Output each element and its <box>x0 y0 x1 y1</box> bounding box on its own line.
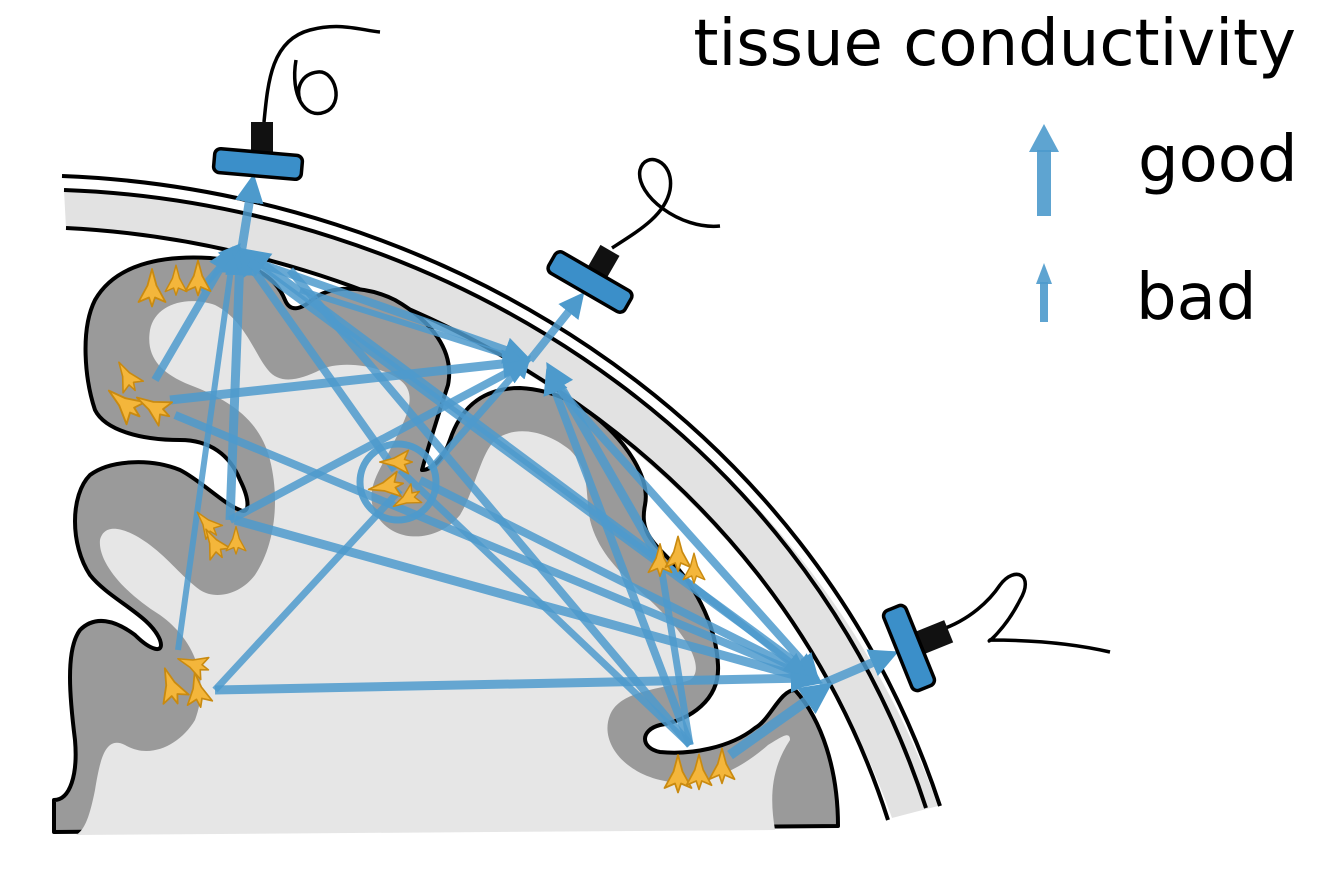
highlighted-source-circle <box>356 440 440 524</box>
scalp-outer-line <box>61 174 942 807</box>
brain-white-matter <box>76 301 790 835</box>
legend-bad-arrow <box>1036 263 1052 322</box>
legend-title: tissue conductivity <box>693 7 1296 81</box>
scalp-inner-line <box>63 188 928 809</box>
legend-good-arrow <box>1029 124 1059 216</box>
skull-layer <box>64 190 938 818</box>
electrode-middle <box>546 158 721 314</box>
legend-bad-label: bad <box>1136 261 1257 335</box>
electrode-right <box>881 572 1111 693</box>
legend-good-label: good <box>1138 123 1298 197</box>
electrode-left <box>211 24 381 182</box>
connection-arrows <box>151 173 899 760</box>
